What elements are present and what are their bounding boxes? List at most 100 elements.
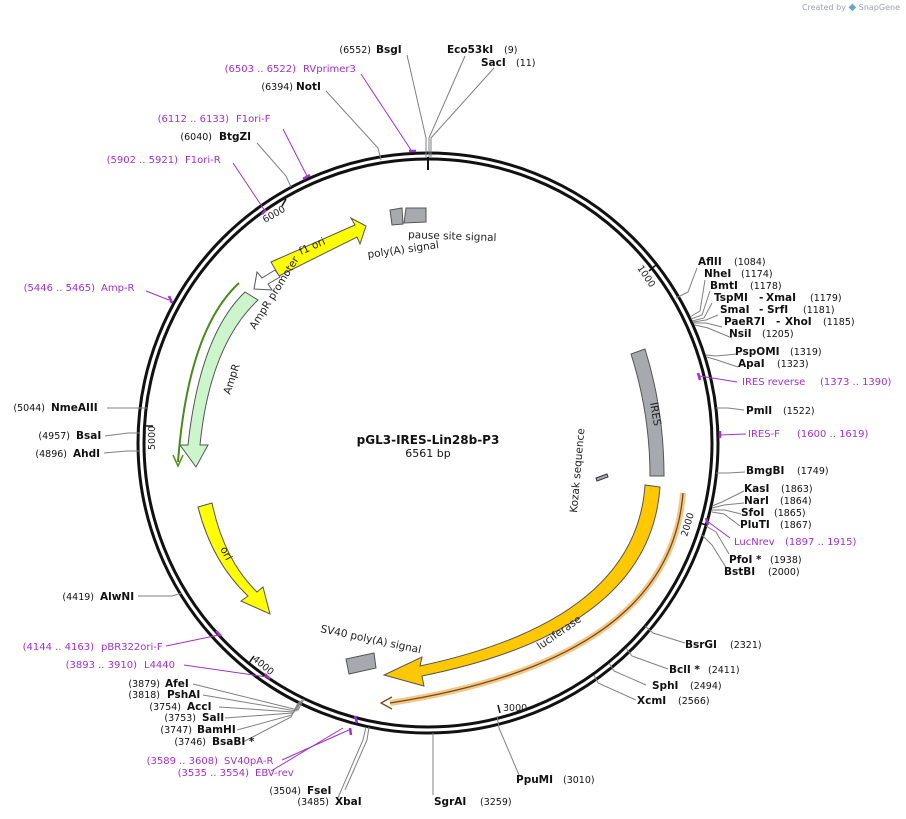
- enzyme-name-alwni[interactable]: AlwNI: [100, 591, 134, 603]
- feature-luciferase-cds-arrow: [379, 696, 393, 710]
- enzyme-pos-pmli: (1522): [783, 406, 815, 417]
- enzyme-name-bsabi[interactable]: BsaBI *: [212, 736, 255, 748]
- enzyme-name-saci[interactable]: SacI: [481, 57, 506, 69]
- enzyme-name-srfi[interactable]: SrfI: [767, 304, 788, 316]
- enzyme-name-bsgi[interactable]: BsgI: [376, 44, 402, 56]
- primer-name-ires-f[interactable]: IRES-F: [748, 429, 780, 440]
- enzyme-name-nari[interactable]: NarI: [744, 495, 769, 507]
- enzyme-name-eco53ki[interactable]: Eco53kI: [447, 44, 493, 56]
- primer-name-f1ori-f[interactable]: F1ori-F: [236, 114, 271, 125]
- enzyme-name-pluti[interactable]: PluTI: [740, 519, 770, 531]
- primer-name-lucnrev[interactable]: LucNrev: [734, 537, 775, 548]
- enzyme-name-nsii[interactable]: NsiI: [729, 328, 752, 340]
- feature-amp-r-promoter[interactable]: [253, 269, 281, 291]
- enzyme-name-pfoi[interactable]: PfoI *: [729, 554, 762, 566]
- enzyme-name-apai[interactable]: ApaI: [738, 358, 765, 370]
- feature-kozak-sequence[interactable]: [595, 473, 609, 482]
- enzyme-name-sgrai[interactable]: SgrAI: [434, 796, 466, 808]
- enzyme-pos-acci: (3754): [149, 702, 181, 713]
- enzyme-name-kasi[interactable]: KasI: [744, 483, 769, 495]
- enzyme-name-tspmi[interactable]: TspMI: [714, 292, 748, 304]
- enzyme-name-bamhi[interactable]: BamHI: [197, 724, 236, 736]
- primer-name-l4440[interactable]: L4440: [144, 660, 175, 671]
- enzyme-name-ppumi[interactable]: PpuMI: [516, 774, 553, 786]
- enzyme-pos-xcmi: (2566): [678, 696, 710, 707]
- enzyme-sep-smai: -: [759, 304, 763, 316]
- enzyme-pos-sali: (3753): [164, 713, 196, 724]
- enzyme-name-xcmi[interactable]: XcmI: [637, 695, 666, 707]
- primer-name-ebv-rev[interactable]: EBV-rev: [255, 768, 294, 779]
- feature-label-sv40-poly-a-signal: SV40 poly(A) signal: [319, 623, 422, 656]
- enzyme-name-bmti[interactable]: BmtI: [710, 280, 738, 292]
- feature-amp-r-cds-line: [177, 282, 240, 463]
- enzyme-pos-bsrgi: (2321): [730, 640, 762, 651]
- primer-marks: [167, 149, 722, 736]
- enzyme-name-sali[interactable]: SalI: [202, 712, 224, 724]
- primer-name-ires-reverse[interactable]: IRES reverse: [742, 377, 805, 388]
- enzyme-name-fsei[interactable]: FseI: [307, 785, 331, 797]
- tick-1000: [648, 264, 657, 272]
- enzyme-name-paer7i[interactable]: PaeR7I: [724, 316, 765, 328]
- enzyme-pos-noti: (6394): [261, 82, 293, 93]
- tick-label-6000: 6000: [261, 204, 287, 226]
- enzyme-name-sfoi[interactable]: SfoI: [741, 507, 764, 519]
- enzyme-name-acci[interactable]: AccI: [187, 701, 211, 713]
- enzyme-pos-bsabi: (3746): [174, 737, 206, 748]
- enzyme-name-bsrgi[interactable]: BsrGI: [685, 639, 717, 651]
- primer-leaders: [145, 73, 747, 772]
- primer-name-rvprimer3[interactable]: RVprimer3: [303, 64, 356, 75]
- enzyme-pos-ahdi: (4896): [35, 449, 67, 460]
- primer-name-pbr322ori-f[interactable]: pBR322ori-F: [101, 642, 163, 653]
- feature-luciferase[interactable]: [382, 484, 661, 687]
- enzyme-pos-afei: (3879): [128, 679, 160, 690]
- enzyme-name-sphi[interactable]: SphI: [652, 680, 678, 692]
- feature-label-amp-r: AmpR: [221, 362, 242, 396]
- enzyme-name-xmai[interactable]: XmaI: [766, 292, 796, 304]
- enzyme-name-pshai[interactable]: PshAI: [167, 689, 200, 701]
- enzyme-pos-btgzi: (6040): [180, 132, 212, 143]
- enzyme-name-xhoi[interactable]: XhoI: [785, 316, 812, 328]
- feature-label-kozak-sequence: Kozak sequence: [568, 428, 587, 513]
- enzyme-name-noti[interactable]: NotI: [296, 81, 321, 93]
- enzyme-name-pmli[interactable]: PmlI: [746, 405, 772, 417]
- enzyme-pos-bsgi: (6552): [339, 45, 371, 56]
- enzyme-pos-tspmi-xmai: (1179): [810, 293, 842, 304]
- enzyme-name-btgzi[interactable]: BtgZI: [219, 131, 251, 143]
- feature-poly-a-signal[interactable]: [389, 207, 404, 226]
- feature-amp-r[interactable]: [179, 291, 259, 468]
- feature-label-ires: IRES: [647, 401, 663, 427]
- feature-sv40-poly-a-signal[interactable]: [345, 652, 377, 675]
- enzyme-name-bcli[interactable]: BclI *: [669, 664, 700, 676]
- enzyme-name-bsai[interactable]: BsaI: [76, 430, 101, 442]
- enzyme-pos-nhei: (1174): [741, 269, 773, 280]
- enzyme-name-nhei[interactable]: NheI: [704, 268, 731, 280]
- enzyme-pos-aflii: (1084): [734, 257, 766, 268]
- enzyme-name-xbai[interactable]: XbaI: [335, 796, 362, 808]
- primer-name-f1ori-r[interactable]: F1ori-R: [185, 155, 221, 166]
- enzyme-name-bmgbi[interactable]: BmgBI: [746, 465, 784, 477]
- enzyme-pos-sphi: (2494): [690, 681, 722, 692]
- tick-3000: [497, 704, 501, 714]
- enzyme-name-afei[interactable]: AfeI: [165, 678, 189, 690]
- primer-range-f1ori-f: (6112 .. 6133): [158, 114, 230, 125]
- enzyme-name-aflii[interactable]: AflII: [698, 256, 722, 268]
- enzyme-name-smai[interactable]: SmaI: [720, 304, 750, 316]
- primer-labels: (6503 .. 6522) RVprimer3 (6112 .. 6133) …: [23, 64, 892, 779]
- enzyme-pos-ppumi: (3010): [563, 775, 595, 786]
- enzyme-pos-pluti: (1867): [780, 520, 812, 531]
- enzyme-name-bstbi[interactable]: BstBI: [724, 566, 755, 578]
- enzyme-name-ahdi[interactable]: AhdI: [73, 448, 100, 460]
- tick-label-5000: 5000: [147, 426, 158, 450]
- enzyme-pos-sgrai: (3259): [480, 797, 512, 808]
- feature-f1-ori[interactable]: [270, 216, 367, 277]
- feature-pause-site-signal[interactable]: [403, 207, 427, 224]
- feature-ori[interactable]: [197, 502, 271, 615]
- enzyme-pos-eco53ki: (9): [504, 45, 517, 56]
- feature-ires[interactable]: [630, 348, 665, 477]
- enzyme-name-nmeaiii[interactable]: NmeAIII: [51, 402, 98, 414]
- primer-name-sv40pa-r[interactable]: SV40pA-R: [224, 756, 273, 767]
- enzyme-name-pspomi[interactable]: PspOMI: [735, 346, 780, 358]
- plasmid-size: 6561 bp: [405, 447, 450, 460]
- enzyme-pos-bmti: (1178): [750, 281, 782, 292]
- primer-name-amp-r[interactable]: Amp-R: [101, 283, 135, 294]
